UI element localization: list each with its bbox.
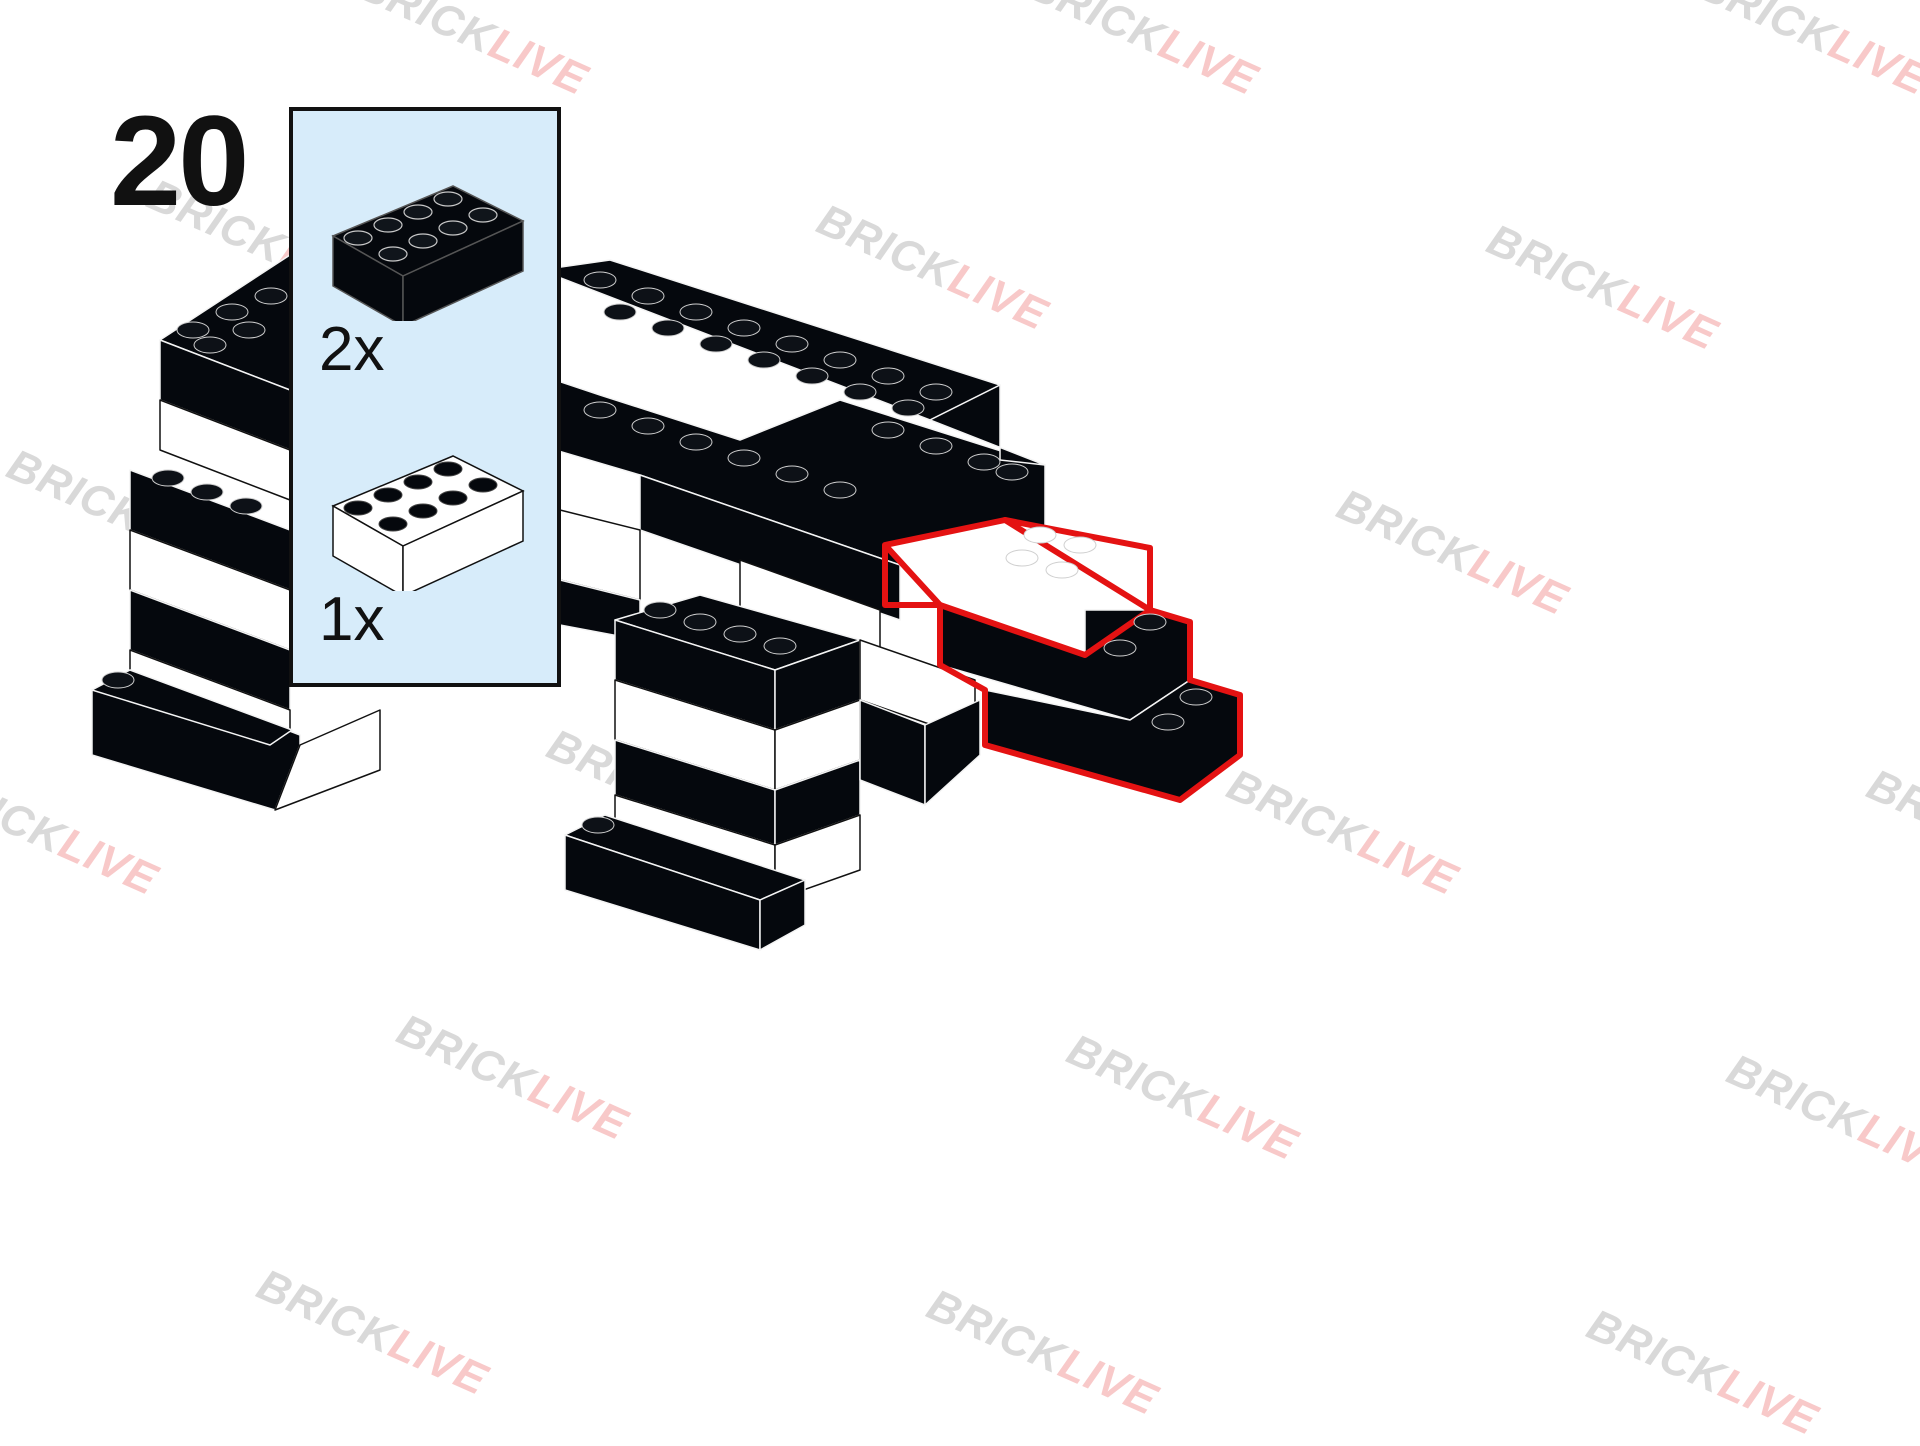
studs	[101, 271, 1213, 834]
black-brick-2x4-icon	[331, 185, 525, 321]
front-leg	[564, 594, 861, 951]
rear-right-leg	[859, 639, 981, 806]
step-number: 20	[110, 90, 249, 233]
white-brick-2x4-icon	[331, 455, 525, 591]
brick-model-illustration	[91, 254, 1243, 951]
black-brick-quantity: 2x	[319, 315, 385, 384]
white-brick-quantity: 1x	[319, 585, 385, 654]
zebra-model	[91, 254, 1243, 951]
new-bricks-highlight	[882, 517, 1243, 803]
parts-callout: 2x 1x	[289, 107, 561, 687]
